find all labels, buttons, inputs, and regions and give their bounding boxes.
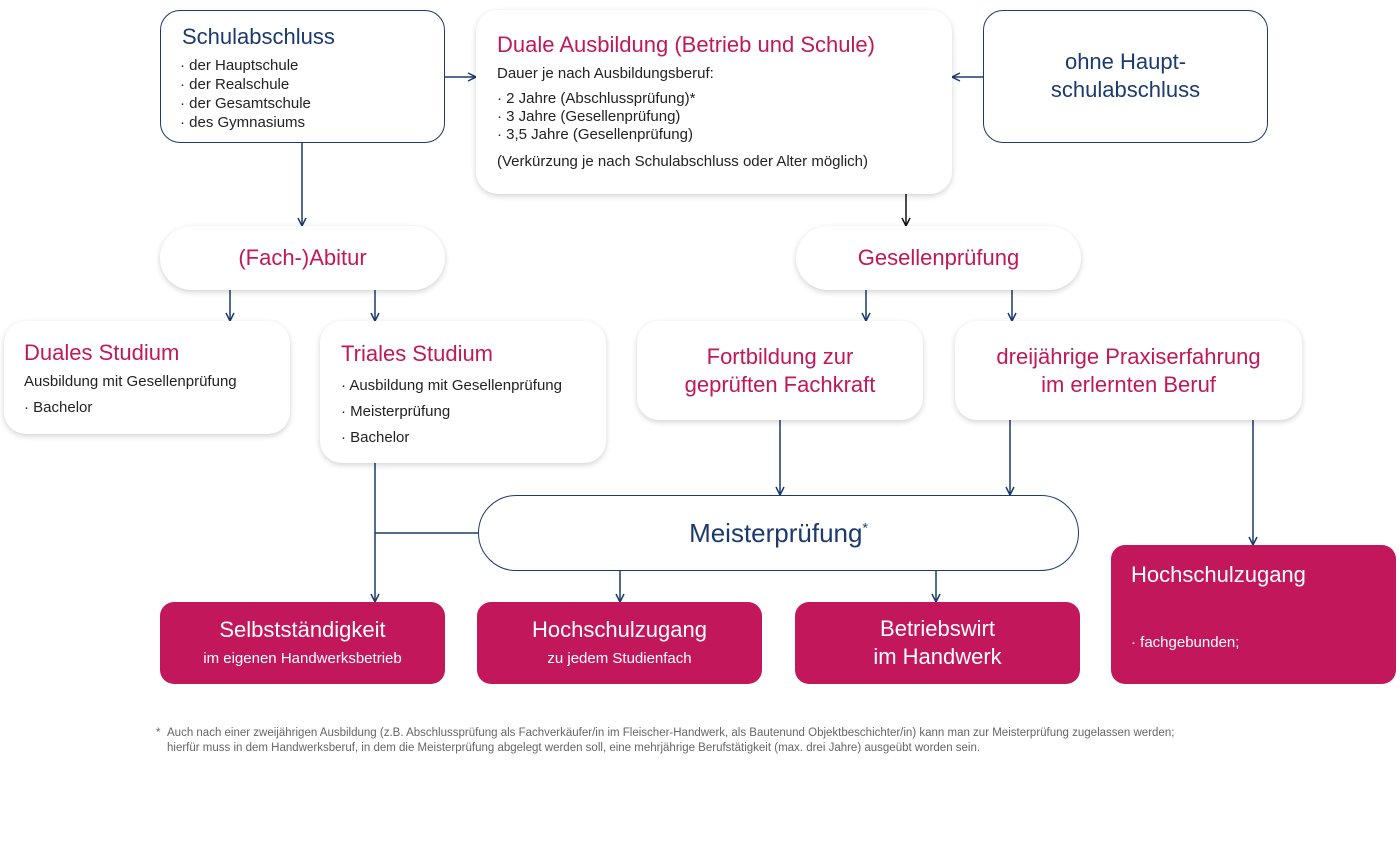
duales-studium-line2: · Bachelor (24, 399, 93, 416)
schulabschluss-title: Schulabschluss (182, 24, 335, 49)
fachabitur-title: (Fach-)Abitur (238, 245, 367, 270)
list-item: · Ausbildung mit Gesellenprüfung (341, 377, 562, 394)
hochschulzugang-meister-box: Hochschulzugang zu jedem Studienfach (477, 602, 762, 684)
line-triales-to-meister (374, 463, 478, 534)
duale-ausbildung-list: · 2 Jahre (Abschlussprüfung)* · 3 Jahre … (497, 90, 695, 144)
list-item: - Probestudium (1131, 748, 1242, 765)
list-item: · 2 Jahre (Abschlussprüfung)* (497, 90, 696, 107)
list-item: · Bachelor (341, 429, 410, 446)
ohne-hauptschulabschluss-label: ohne Haupt- schulabschluss (1050, 49, 1201, 102)
hochschulzugang-praxis-title: Hochschulzugang (1131, 562, 1306, 587)
duales-studium-box: Duales Studium Ausbildung mit Gesellenpr… (4, 321, 290, 434)
betriebswirt-label: Betriebswirt im Handwerk (873, 616, 1002, 669)
footnote-line-1: Auch nach einer zweijährigen Ausbildung … (167, 727, 1175, 739)
hochschulzugang-praxis-box: Hochschulzugang · fachgebunden; · in jed… (1111, 545, 1396, 822)
schulabschluss-box: Schulabschluss · der Hauptschule · der R… (160, 10, 445, 143)
meisterpruefung-star: * (862, 519, 868, 536)
duale-ausbildung-note: (Verkürzung je nach Schulabschluss oder … (497, 153, 869, 170)
fortbildung-label: Fortbildung zur geprüften Fachkraft (684, 344, 876, 397)
gesellenpruefung-pill: Gesellenprüfung (796, 226, 1081, 290)
schulabschluss-list: · der Hauptschule · der Realschule · der… (180, 56, 311, 132)
hochschulzugang-meister-subtitle: zu jedem Studienfach (547, 650, 692, 667)
selbststaendigkeit-subtitle: im eigenen Handwerksbetrieb (203, 650, 402, 667)
list-item: - Zugangsprüfung (1131, 805, 1258, 822)
duale-ausbildung-title: Duale Ausbildung (Betrieb und Schule) (497, 32, 875, 57)
triales-studium-title: Triales Studium (341, 341, 494, 366)
list-item: · Meisterprüfung (341, 403, 451, 420)
betriebswirt-box: Betriebswirt im Handwerk (795, 602, 1080, 684)
gesellenpruefung-title: Gesellenprüfung (857, 245, 1020, 270)
hochschulzugang-meister-title: Hochschulzugang (532, 617, 707, 642)
triales-studium-box: Triales Studium · Ausbildung mit Geselle… (320, 321, 606, 463)
fachabitur-pill: (Fach-)Abitur (160, 226, 445, 290)
meisterpruefung-pill: Meisterprüfung* (478, 495, 1079, 571)
duale-ausbildung-box: Duale Ausbildung (Betrieb und Schule) Da… (476, 10, 952, 194)
list-item: · des Gymnasiums (180, 114, 306, 131)
list-item: · fachgebunden; (1131, 634, 1240, 651)
praxiserfahrung-box: dreijährige Praxiserfahrung im erlernten… (955, 321, 1302, 420)
footnote-star: * (156, 727, 161, 739)
selbststaendigkeit-title: Selbstständigkeit (219, 617, 386, 642)
meisterpruefung-label: Meisterprüfung* (479, 518, 1078, 549)
duale-ausbildung-subtitle: Dauer je nach Ausbildungsberuf: (497, 65, 714, 82)
list-item: · der Gesamtschule (180, 95, 311, 112)
fortbildung-box: Fortbildung zur geprüften Fachkraft (637, 321, 923, 420)
duales-studium-line1: Ausbildung mit Gesellenprüfung (24, 373, 237, 390)
footnote-line-2: hierfür muss in dem Handwerksberuf, in d… (167, 742, 981, 754)
ohne-hauptschulabschluss-box: ohne Haupt- schulabschluss (983, 10, 1268, 143)
duales-studium-title: Duales Studium (24, 340, 180, 365)
triales-studium-list: · Ausbildung mit Gesellenprüfung · Meist… (341, 373, 562, 451)
selbststaendigkeit-box: Selbstständigkeit im eigenen Handwerksbe… (160, 602, 445, 684)
list-item: · der Hauptschule (180, 57, 299, 74)
praxiserfahrung-label: dreijährige Praxiserfahrung im erlernten… (996, 344, 1261, 397)
list-item: · 3 Jahre (Gesellenprüfung) (497, 108, 681, 125)
career-path-diagram: Schulabschluss · der Hauptschule · der R… (0, 0, 1400, 822)
list-item: · der Realschule (180, 76, 290, 93)
list-item: · 3,5 Jahre (Gesellenprüfung) (497, 126, 693, 143)
meisterpruefung-title: Meisterprüfung (689, 518, 863, 548)
connector-arrows (0, 0, 1400, 755)
list-item: · in jedem Studienfach durch (1131, 691, 1322, 708)
